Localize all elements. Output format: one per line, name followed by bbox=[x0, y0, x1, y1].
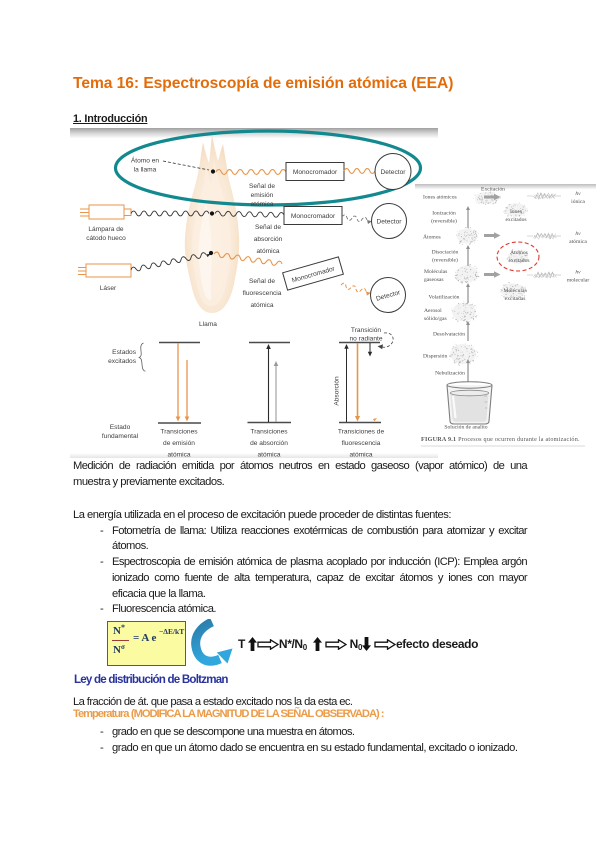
svg-text:Monocromador: Monocromador bbox=[293, 169, 338, 176]
svg-text:Señal de: Señal de bbox=[249, 278, 275, 285]
svg-text:Átomos: Átomos bbox=[510, 248, 528, 256]
svg-text:atómica: atómica bbox=[167, 452, 190, 459]
svg-text:Transición: Transición bbox=[351, 327, 382, 334]
svg-text:Estado: Estado bbox=[110, 424, 131, 431]
svg-text:Disociación: Disociación bbox=[432, 250, 459, 256]
svg-text:absorción: absorción bbox=[254, 236, 283, 243]
svg-text:fluorescencia: fluorescencia bbox=[243, 290, 282, 297]
svg-text:Señal de: Señal de bbox=[255, 224, 281, 231]
svg-text:sólido/gas: sólido/gas bbox=[424, 316, 447, 322]
svg-text:Transiciones: Transiciones bbox=[250, 429, 288, 436]
svg-text:fluorescencia: fluorescencia bbox=[342, 440, 381, 447]
svg-text:atómica: atómica bbox=[349, 452, 372, 459]
svg-text:atómica: atómica bbox=[250, 302, 273, 309]
svg-text:emisión: emisión bbox=[251, 192, 274, 199]
svg-text:Iones atómicos: Iones atómicos bbox=[423, 195, 457, 201]
svg-text:hν: hν bbox=[575, 231, 581, 237]
svg-text:hν: hν bbox=[575, 270, 581, 276]
svg-text:hν: hν bbox=[575, 191, 581, 197]
svg-text:Iones: Iones bbox=[510, 209, 522, 215]
svg-text:Lámpara de: Lámpara de bbox=[88, 226, 124, 233]
svg-text:excitados: excitados bbox=[508, 258, 529, 264]
svg-text:Llama: Llama bbox=[199, 321, 217, 328]
svg-text:cátodo hueco: cátodo hueco bbox=[86, 235, 126, 242]
svg-text:atómica: atómica bbox=[569, 239, 587, 245]
svg-text:atómica: atómica bbox=[250, 201, 273, 208]
svg-text:Átomos: Átomos bbox=[423, 233, 441, 241]
svg-text:Señal de: Señal de bbox=[249, 183, 275, 190]
svg-text:excitados: excitados bbox=[108, 358, 137, 365]
svg-text:excitados: excitados bbox=[505, 217, 526, 223]
svg-text:fundamental: fundamental bbox=[102, 433, 139, 440]
svg-text:Monocromador: Monocromador bbox=[291, 213, 336, 220]
svg-text:Transiciones de: Transiciones de bbox=[338, 429, 385, 436]
svg-text:Dispersión: Dispersión bbox=[423, 354, 447, 360]
svg-text:Absorción: Absorción bbox=[334, 376, 341, 406]
svg-text:atómica: atómica bbox=[257, 452, 280, 459]
svg-text:Láser: Láser bbox=[100, 285, 117, 292]
svg-text:Volatilización: Volatilización bbox=[429, 295, 460, 301]
svg-text:Átomo en: Átomo en bbox=[131, 156, 160, 165]
svg-text:excitadas: excitadas bbox=[505, 296, 526, 302]
svg-text:Moléculas: Moléculas bbox=[424, 269, 447, 275]
svg-text:molecular: molecular bbox=[567, 278, 590, 284]
svg-text:Aerosol: Aerosol bbox=[424, 308, 442, 314]
svg-text:la llama: la llama bbox=[134, 167, 157, 174]
svg-text:(reversible): (reversible) bbox=[432, 257, 458, 264]
svg-text:Excitación: Excitación bbox=[481, 187, 505, 193]
svg-text:Nebulización: Nebulización bbox=[435, 371, 465, 377]
svg-text:de emisión: de emisión bbox=[163, 440, 195, 447]
svg-text:FIGURA 9.1 Procesos que ocurr: FIGURA 9.1 Procesos que ocurren durante … bbox=[421, 437, 580, 443]
svg-text:atómica: atómica bbox=[256, 248, 279, 255]
svg-text:gaseosas: gaseosas bbox=[424, 277, 444, 283]
svg-text:Estados: Estados bbox=[112, 349, 137, 356]
svg-text:Detector: Detector bbox=[381, 169, 407, 176]
svg-text:iónica: iónica bbox=[571, 199, 585, 205]
svg-text:Moléculas: Moléculas bbox=[503, 288, 526, 294]
svg-text:Solución de analito: Solución de analito bbox=[444, 425, 487, 431]
svg-text:Ionización: Ionización bbox=[432, 211, 456, 217]
svg-text:(reversible): (reversible) bbox=[431, 218, 457, 225]
svg-text:no radiante: no radiante bbox=[350, 336, 383, 343]
svg-text:Desolvatación: Desolvatación bbox=[433, 332, 465, 338]
svg-text:Detector: Detector bbox=[377, 219, 403, 226]
svg-text:Transiciones: Transiciones bbox=[160, 429, 198, 436]
svg-text:de absorción: de absorción bbox=[250, 440, 288, 447]
